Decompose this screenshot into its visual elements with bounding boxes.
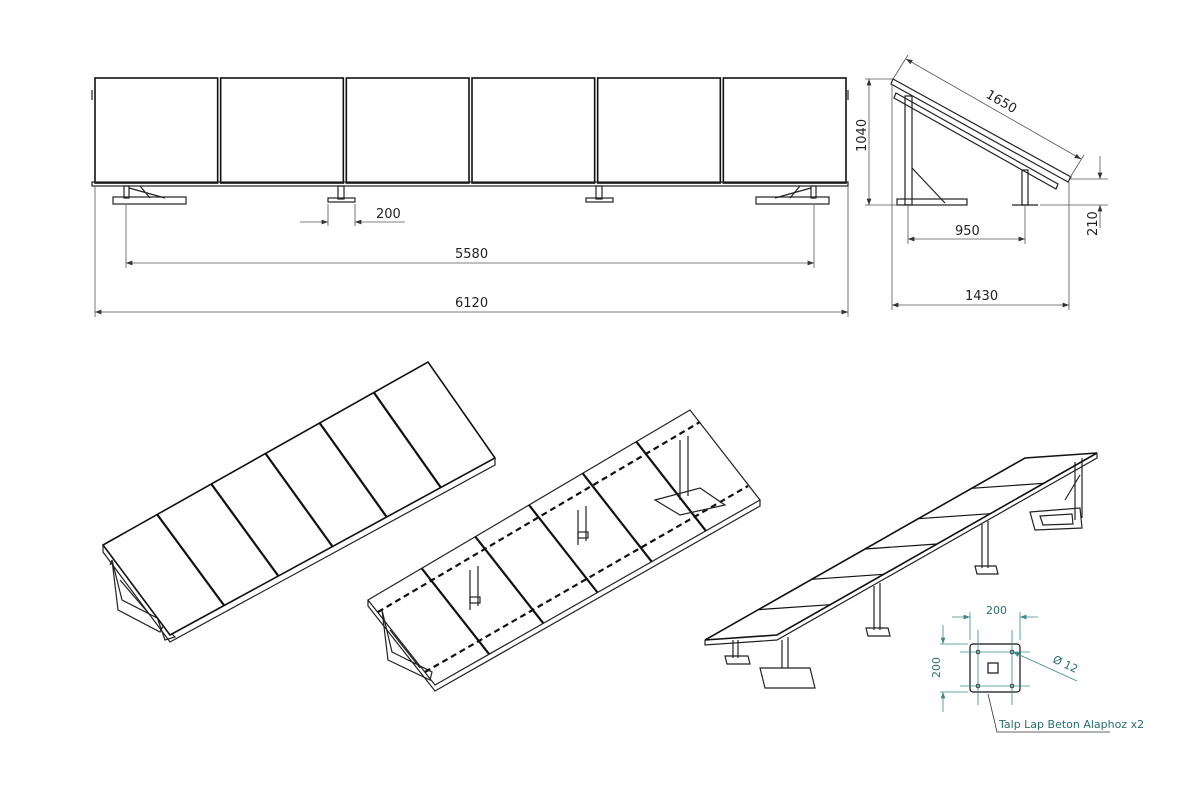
panel-clamp <box>91 90 849 100</box>
front-panel <box>94 77 219 184</box>
panel-divider <box>918 513 991 520</box>
dim-label-6120: 6120 <box>455 296 488 311</box>
iso1-panel-dividers <box>156 391 442 607</box>
center-foot-2 <box>585 185 614 203</box>
base-plate <box>969 643 1021 693</box>
dim-label-210: 210 <box>1086 211 1101 236</box>
panel-divider <box>474 535 545 625</box>
left-support <box>112 185 187 205</box>
panel-divider <box>264 452 334 548</box>
panel-divider <box>758 604 831 611</box>
iso-view-bottom <box>367 409 761 692</box>
dim-label-200: 200 <box>376 207 401 222</box>
panel-divider <box>318 422 388 518</box>
panel-divider <box>811 573 884 580</box>
rear-base <box>896 198 968 206</box>
base-plate-detail: 200 200 Ø 12 Talp Lap Beton Alaphoz x2 <box>930 604 1144 733</box>
panel-divider <box>420 567 491 655</box>
dim-label-5580: 5580 <box>455 247 488 262</box>
right-support <box>755 185 830 205</box>
front-panel <box>471 77 596 184</box>
iso3-panel-dividers <box>758 482 1044 611</box>
dimension-depth: 1430 <box>891 84 1070 310</box>
front-panel <box>345 77 470 184</box>
front-panels <box>91 77 849 184</box>
iso2-panel-dividers <box>420 440 707 655</box>
rear-post <box>904 95 913 206</box>
side-view: 1040 1650 210 950 1430 <box>855 54 1108 310</box>
panel-divider <box>864 543 938 550</box>
post-hole <box>987 662 999 674</box>
dim-label-950: 950 <box>955 224 980 239</box>
plate-width-label: 200 <box>986 604 1007 617</box>
front-rail <box>91 181 849 187</box>
iso2-supports <box>381 436 727 681</box>
iso3-supports <box>724 458 1083 689</box>
panel-divider <box>372 391 442 489</box>
dim-label-1650: 1650 <box>983 87 1019 117</box>
plate-height-label: 200 <box>930 657 943 678</box>
side-panel <box>890 78 1072 183</box>
dimension-panel-length: 1650 <box>892 54 1085 180</box>
dim-label-1040: 1040 <box>855 119 870 152</box>
dimension-height: 1040 <box>855 78 897 206</box>
iso-view-top <box>101 360 497 643</box>
plate-callout-label: Talp Lap Beton Alaphoz x2 <box>998 718 1144 731</box>
dimension-foot-width: 200 <box>300 204 405 226</box>
dimension-front-clearance: 210 <box>1040 156 1108 236</box>
panel-divider <box>581 472 653 563</box>
dimension-post-spacing: 950 <box>907 205 1026 244</box>
front-view: 200 5580 6120 <box>91 77 849 317</box>
dimension-support-span: 5580 <box>125 205 815 268</box>
panel-divider <box>210 483 280 577</box>
panel-divider <box>528 504 599 594</box>
panel-divider <box>971 482 1044 489</box>
front-post <box>1021 169 1029 206</box>
panel-divider <box>156 513 226 607</box>
center-foot-1 <box>327 185 356 203</box>
dimension-total-length: 6120 <box>94 186 849 317</box>
front-panel <box>219 77 345 184</box>
front-panel <box>596 77 722 184</box>
hole-diameter-label: Ø 12 <box>1051 653 1080 676</box>
dim-label-1430: 1430 <box>965 289 998 304</box>
bolt-holes <box>975 649 1015 689</box>
front-panel <box>722 77 847 184</box>
iso-view-long <box>704 452 1098 689</box>
